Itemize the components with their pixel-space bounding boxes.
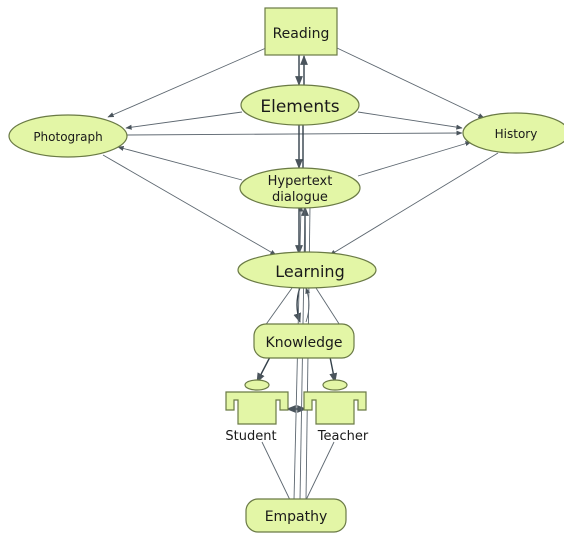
- node-photograph: Photograph: [8, 114, 128, 158]
- edge-learning-left: [261, 287, 293, 331]
- node-history: History: [462, 112, 564, 154]
- history-label: History: [495, 127, 538, 141]
- node-knowledge: Knowledge: [253, 323, 355, 359]
- edge-hypertext-photograph: [117, 146, 243, 181]
- node-learning: Learning: [237, 251, 377, 289]
- edge-photograph-learning: [102, 154, 277, 256]
- person-icon: [225, 379, 289, 425]
- edge-learning-right: [315, 287, 344, 331]
- learning-label: Learning: [275, 262, 344, 281]
- edge-knowledge-teacher: [329, 356, 338, 383]
- edge-knowledge-student: [256, 356, 271, 383]
- person-icon: [303, 379, 367, 425]
- hypertext-label-line2: dialogue: [272, 190, 328, 205]
- knowledge-box: [253, 323, 355, 359]
- node-empathy: Empathy: [245, 498, 347, 533]
- empathy-label: Empathy: [265, 509, 328, 525]
- hypertext-ellipse: [239, 167, 361, 209]
- edge-student-empathy: [261, 441, 291, 501]
- node-student: Student: [225, 379, 289, 444]
- edge-photograph-history: [126, 130, 463, 136]
- reading-box: [264, 7, 338, 56]
- edge-history-learning: [329, 152, 499, 256]
- history-ellipse: [462, 112, 564, 154]
- edge-reading-history: [336, 47, 485, 119]
- reading-label: Reading: [273, 26, 330, 42]
- edge-reading-photograph: [107, 47, 267, 118]
- node-elements: Elements: [240, 84, 360, 126]
- node-hypertext-dialogue: Hypertext dialogue: [239, 167, 361, 209]
- edge-elements-history: [357, 111, 463, 130]
- edge-elements-photograph: [125, 111, 243, 130]
- elements-ellipse: [240, 84, 360, 126]
- knowledge-label: Knowledge: [266, 335, 343, 351]
- photograph-label: Photograph: [33, 130, 102, 144]
- node-reading: Reading: [264, 7, 338, 56]
- edge-teacher-empathy: [305, 441, 335, 501]
- node-teacher: Teacher: [303, 379, 369, 444]
- student-label: Student: [225, 429, 276, 444]
- learning-ellipse: [237, 251, 377, 289]
- edge-hypertext-history: [357, 141, 472, 177]
- hypertext-label-line1: Hypertext: [268, 174, 333, 189]
- teacher-label: Teacher: [317, 429, 369, 444]
- elements-label: Elements: [260, 97, 339, 117]
- empathy-box: [245, 498, 347, 533]
- photograph-ellipse: [8, 114, 128, 158]
